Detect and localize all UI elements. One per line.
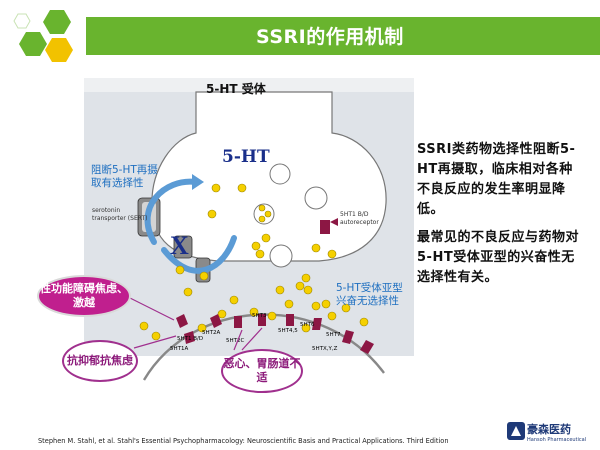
brand-name: 豪森医药	[527, 423, 571, 436]
autoreceptor	[320, 220, 330, 234]
nonselective-label: 5-HT受体亚型兴奋无选择性	[336, 282, 403, 307]
sert-label: serotonin transporter (SERT)	[92, 207, 148, 222]
reuptake-arrowhead	[192, 174, 204, 190]
receptor-label: 5HT7	[326, 332, 341, 338]
neurotransmitter-label: 5-HT	[222, 147, 270, 167]
callout-line	[241, 327, 263, 351]
callout-line	[133, 335, 177, 349]
header-bar	[86, 17, 600, 55]
receptor-label: 5HTX,Y,Z	[312, 346, 338, 352]
serotonin-molecules	[139, 183, 369, 341]
side-text: SSRI类药物选择性阻断5-HT再摄取，临床相对各种不良反应的发生率明显降低。 …	[417, 140, 585, 296]
serotonin-molecule	[264, 210, 272, 218]
serotonin-molecule	[258, 215, 266, 223]
reuptake-arrow	[144, 178, 199, 245]
citation: Stephen M. Stahl, et al. Stahl's Essenti…	[38, 437, 449, 445]
presynaptic-terminal	[151, 91, 387, 262]
hexagon-logo-icon	[13, 5, 73, 62]
receptor-label: 5HT3	[252, 313, 267, 319]
receptor-label: 5HT6	[300, 322, 315, 328]
callout-line	[125, 295, 175, 321]
vesicle	[304, 186, 328, 210]
receptor-label: 5HT1 B/D	[177, 336, 203, 342]
reuptake-arrow	[161, 235, 237, 274]
brand-logo-icon	[507, 422, 525, 440]
receptor-label: 5HT4,5	[278, 328, 298, 334]
serotonin-molecule	[258, 204, 266, 212]
page-title: SSRI的作用机制	[256, 26, 404, 48]
autoreceptor-label: 5HT1 B/D autoreceptor	[340, 211, 379, 226]
synapse-diagram: X	[84, 78, 414, 381]
vesicle	[269, 244, 293, 268]
side-paragraph-1: SSRI类药物选择性阻断5-HT再摄取，临床相对各种不良反应的发生率明显降低。	[417, 142, 576, 217]
callout-sexual-dysfunction: 性功能障碍焦虑、激越	[37, 275, 131, 317]
callout-nausea: 恶心、胃肠道不适	[221, 349, 303, 393]
vesicle	[269, 163, 291, 185]
receptor-label: 5HT1A	[170, 346, 188, 352]
sert-block-symbol: X	[170, 231, 189, 260]
postsynaptic-receptors	[176, 314, 374, 354]
side-paragraph-2: 最常见的不良反应与药物对5-HT受体亚型的兴奋性无选择性有关。	[417, 230, 580, 285]
callout-antidepressant: 抗抑郁抗焦虑	[62, 340, 138, 382]
receptor-label: 5HT2A	[202, 330, 220, 336]
callout-line	[233, 329, 243, 351]
receptor-title: 5-HT 受体	[206, 82, 266, 96]
block-reuptake-label: 阻断5-HT再摄取有选择性	[91, 164, 158, 189]
diagram-top-band	[84, 78, 414, 92]
brand-name-en: Hansoh Pharmaceutical	[527, 437, 587, 443]
receptor-label: 5HT2C	[226, 338, 244, 344]
